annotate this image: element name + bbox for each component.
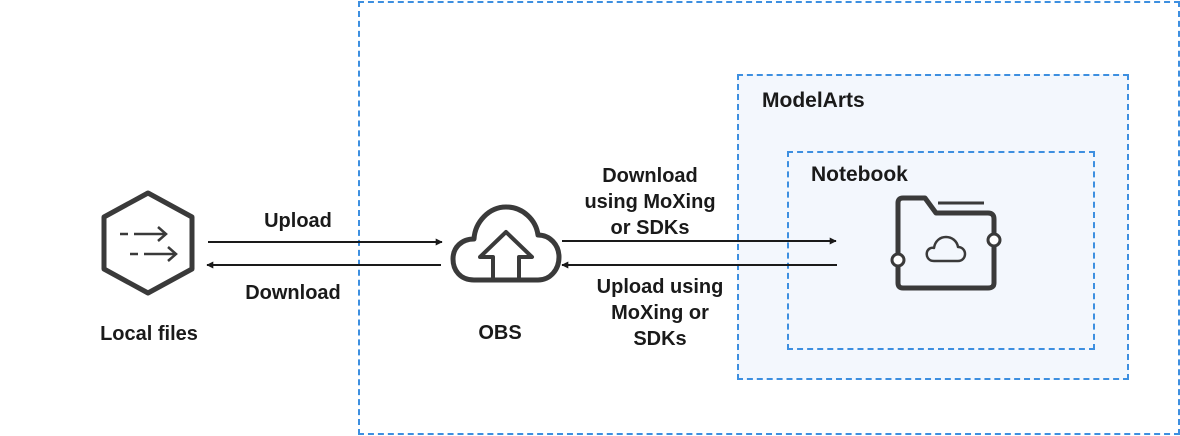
upload-moxing-line-3: SDKs <box>633 328 687 350</box>
notebook-container <box>787 151 1095 350</box>
download-label: Download <box>245 282 341 304</box>
cloud-folder-icon <box>890 195 1002 291</box>
download-moxing-line-3: or SDKs <box>610 217 690 239</box>
modelarts-title: ModelArts <box>762 89 865 112</box>
cloud-upload-icon <box>450 204 562 283</box>
obs-label: OBS <box>478 322 522 344</box>
file-transfer-hexagon-icon <box>101 190 195 296</box>
local-files-label: Local files <box>100 323 198 345</box>
cloud-region-container <box>358 1 1180 435</box>
upload-label: Upload <box>264 210 332 232</box>
download-moxing-line-2: using MoXing <box>584 191 716 213</box>
download-moxing-line-1: Download <box>602 165 698 187</box>
upload-moxing-line-1: Upload using <box>596 276 724 298</box>
upload-moxing-line-2: MoXing or <box>611 302 709 324</box>
notebook-title: Notebook <box>811 163 908 186</box>
